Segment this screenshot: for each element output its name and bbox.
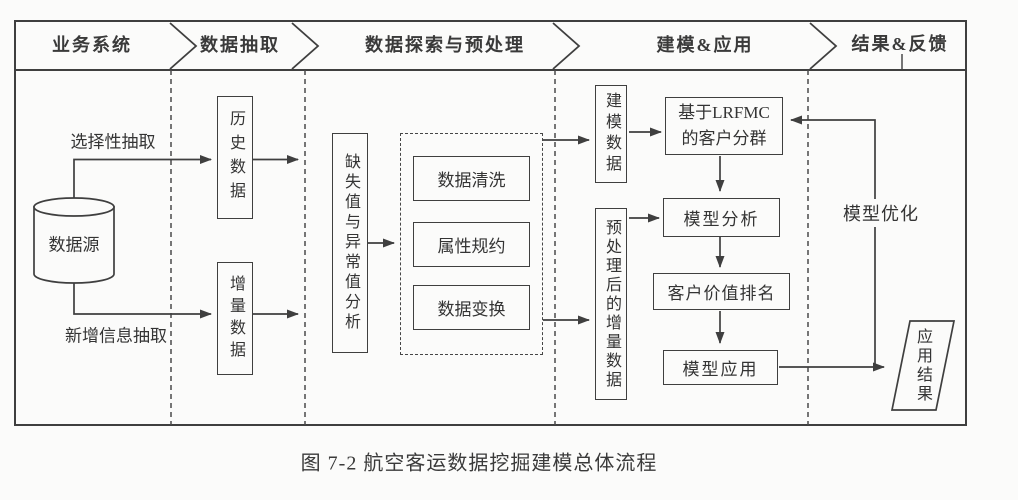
phase-label-result-feedback: 结果&反馈 <box>851 34 949 54</box>
chevron-divider-icon <box>169 22 198 70</box>
customer-value-ranking-box: 客户价值排名 <box>653 273 790 310</box>
outer-frame <box>14 20 967 426</box>
incremental-data-box: 增量数据 <box>217 262 253 375</box>
missing-outlier-analysis-box: 缺失值与异常值分析 <box>332 133 368 353</box>
model-analysis-box: 模型分析 <box>663 198 780 237</box>
model-application-box: 模型应用 <box>663 350 778 385</box>
application-result-label: 应用结果 <box>914 328 931 404</box>
data-transformation-box: 数据变换 <box>413 285 530 330</box>
edge-label-selective-extraction: 选择性抽取 <box>70 132 156 152</box>
preprocess-steps-group-box <box>400 133 543 355</box>
historical-data-box: 历史数据 <box>217 96 253 219</box>
chevron-divider-icon <box>552 22 581 70</box>
phase-label-business-system: 业务系统 <box>52 35 132 55</box>
lrfmc-box-line1: 基于LRFMC <box>678 102 770 122</box>
chevron-divider-icon <box>809 22 838 70</box>
modeling-data-box: 建模数据 <box>595 85 627 183</box>
attribute-reduction-box: 属性规约 <box>413 222 530 267</box>
phase-label-modeling-application: 建模&应用 <box>656 35 754 55</box>
chevron-divider-icon <box>291 22 320 70</box>
database-cylinder-icon <box>33 197 115 284</box>
phase-label-data-extraction: 数据抽取 <box>200 35 280 55</box>
phase-label-data-exploration: 数据探索与预处理 <box>365 35 525 55</box>
arrow-new-info-extraction <box>73 283 212 319</box>
preprocessed-incremental-data-box: 预处理后的增量数据 <box>595 208 627 400</box>
lrfmc-box-line2: 的客户分群 <box>681 129 767 148</box>
header-chevrons <box>169 22 838 70</box>
arrow-selective-extraction <box>73 155 212 203</box>
connectors <box>73 115 885 372</box>
lrfmc-customer-segmentation-box: 基于LRFMC 的客户分群 <box>665 97 783 155</box>
data-cleaning-box: 数据清洗 <box>413 156 530 201</box>
data-source-label: 数据源 <box>48 235 100 255</box>
arrow-feedback-model-optimization <box>790 115 876 367</box>
edge-label-new-info-extraction: 新增信息抽取 <box>65 326 167 346</box>
application-result-parallelogram <box>890 320 956 411</box>
model-optimization-label: 模型优化 <box>839 199 923 227</box>
figure-caption: 图 7-2 航空客运数据挖掘建模总体流程 <box>300 452 658 475</box>
